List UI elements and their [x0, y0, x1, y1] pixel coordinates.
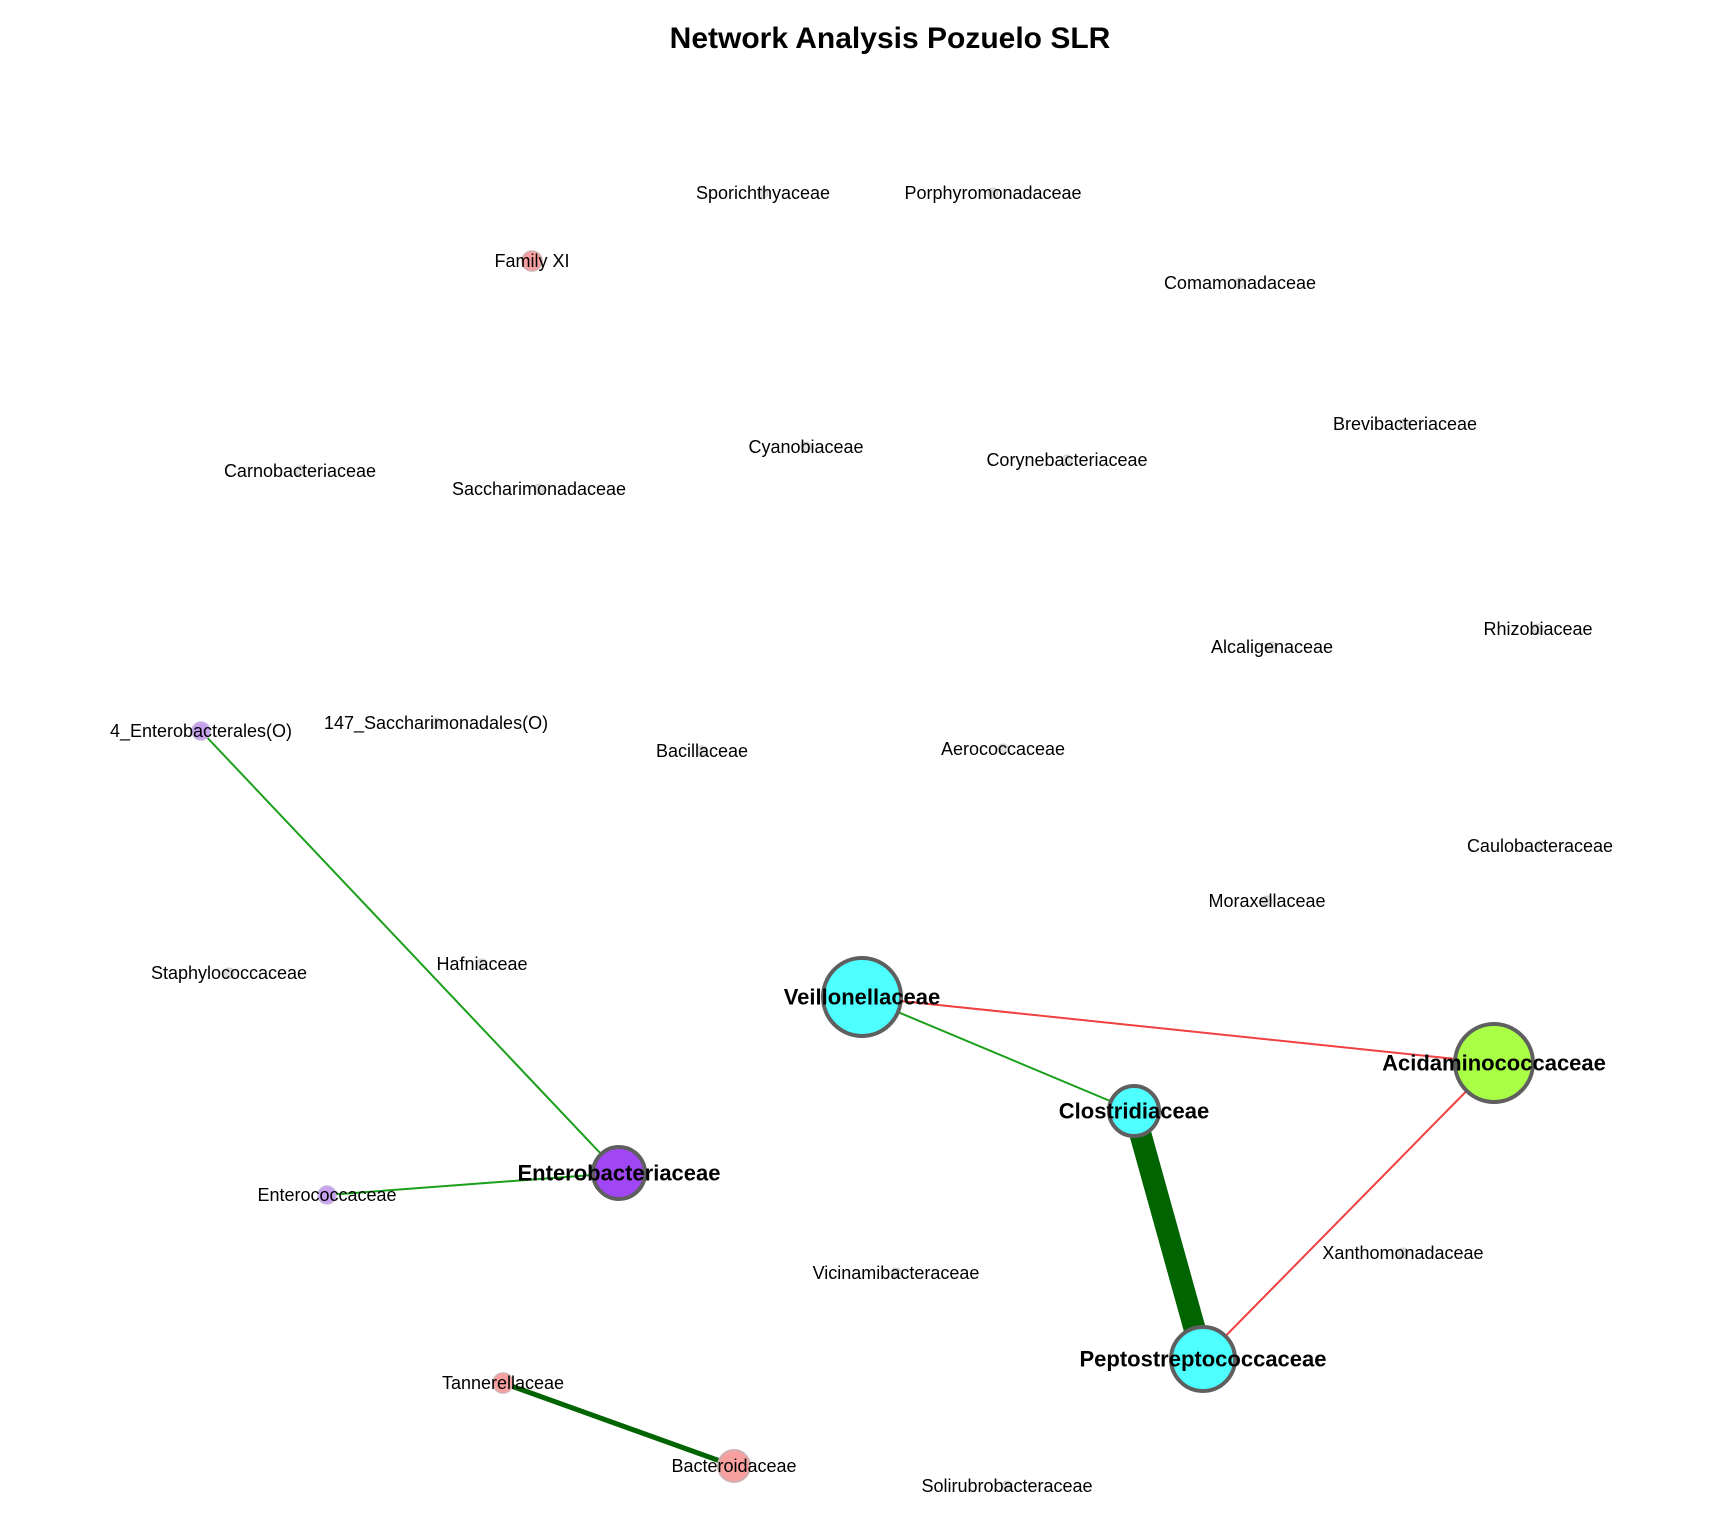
node-sporichthyaceae [757, 187, 769, 199]
edge-veillonellaceae-clostridiaceae [861, 996, 1135, 1112]
node-moraxellaceae [1261, 895, 1273, 907]
node-solirubrobacteraceae [1001, 1480, 1013, 1492]
node-comamonadaceae [1234, 277, 1246, 289]
edges-layer [200, 730, 1495, 1469]
node-label-tannerellaceae: Tannerellaceae [442, 1373, 564, 1393]
node-caulobacteraceae [1534, 840, 1546, 852]
node-label-enterobacterales_o: 4_Enterobacterales(O) [110, 721, 292, 742]
node-cyanobiaceae [800, 441, 812, 453]
node-label-corynebacteriaceae: Corynebacteriaceae [986, 450, 1147, 470]
labels-layer: Sporichthyaceae PorphyromonadaceaeFamily … [110, 183, 1613, 1496]
node-label-vicinamibacteraceae: Vicinamibacteraceae [813, 1263, 980, 1283]
node-peptostreptococcaceae [1169, 1325, 1237, 1393]
node-xanthomonadaceae [1397, 1247, 1409, 1259]
edge-clostridiaceae-peptostreptococcaceae [1123, 1100, 1214, 1370]
diagram-title: Network Analysis Pozuelo SLR [669, 22, 1111, 55]
node-acidaminococcaceae [1453, 1022, 1535, 1104]
node-tannerellaceae [492, 1372, 514, 1394]
node-bacteroidaceae [717, 1449, 751, 1483]
node-label-acidaminococcaceae: Acidaminococcaceae [1382, 1051, 1606, 1076]
node-saccharimonadaceae [533, 483, 545, 495]
node-label-moraxellaceae: Moraxellaceae [1208, 891, 1325, 911]
node-label-bacteroidaceae: Bacteroidaceae [671, 1456, 796, 1476]
edge-veillonellaceae-acidaminococcaceae [861, 996, 1495, 1064]
node-label-aerococcaceae: Aerococcaceae [941, 739, 1065, 759]
node-label-enterobacteriaceae: Enterobacteriaceae [518, 1161, 721, 1186]
node-bacillaceae [696, 745, 708, 757]
edge-tannerellaceae-bacteroidaceae [500, 1380, 737, 1469]
node-rhizobiaceae [1532, 623, 1544, 635]
node-aerococcaceae [997, 743, 1009, 755]
node-label-saccharimonadales_o: 147_Saccharimonadales(O) [324, 713, 548, 734]
node-label-clostridiaceae: Clostridiaceae [1059, 1099, 1209, 1124]
node-vicinamibacteraceae [890, 1267, 902, 1279]
node-label-staphylococcaceae: Staphylococcaceae [151, 963, 307, 983]
node-enterobacteriaceae [591, 1145, 647, 1201]
node-label-xanthomonadaceae: Xanthomonadaceae [1322, 1243, 1483, 1263]
node-label-veillonellaceae: Veillonellaceae [784, 985, 941, 1010]
node-corynebacteriaceae [1061, 454, 1073, 466]
node-label-comamonadaceae: Comamonadaceae [1164, 273, 1316, 293]
edge-enterococcaceae-enterobacteriaceae [326, 1172, 620, 1196]
node-family_xi [521, 250, 543, 272]
node-porphyromonadaceae [987, 187, 999, 199]
node-carnobacteriaceae [294, 465, 306, 477]
node-clostridiaceae [1107, 1084, 1161, 1138]
node-label-hafniaceae: Hafniaceae [436, 954, 527, 974]
node-label-peptostreptococcaceae: Peptostreptococcaceae [1080, 1347, 1327, 1372]
node-label-saccharimonadaceae: Saccharimonadaceae [452, 479, 626, 499]
node-saccharimonadales_o [430, 717, 442, 729]
edge-enterobacterales_o-enterobacteriaceae [200, 730, 620, 1174]
node-label-family_xi: Family XI [494, 251, 569, 271]
node-enterobacterales_o [191, 721, 211, 741]
node-label-porphyromonadaceae: Porphyromonadaceae [904, 183, 1081, 203]
nodes-layer [191, 187, 1546, 1492]
node-label-alcaligenaceae: Alcaligenaceae [1211, 637, 1333, 657]
node-brevibacteriaceae [1399, 418, 1411, 430]
node-label-cyanobiaceae: Cyanobiaceae [748, 437, 863, 457]
node-label-caulobacteraceae: Caulobacteraceae [1467, 836, 1613, 856]
node-label-sporichthyaceae: Sporichthyaceae [696, 183, 830, 203]
node-enterococcaceae [317, 1185, 337, 1205]
node-label-solirubrobacteraceae: Solirubrobacteraceae [921, 1476, 1092, 1496]
edge-acidaminococcaceae-peptostreptococcaceae [1202, 1062, 1495, 1360]
node-staphylococcaceae [223, 967, 235, 979]
node-label-enterococcaceae: Enterococcaceae [257, 1185, 396, 1205]
node-label-bacillaceae: Bacillaceae [656, 741, 748, 761]
node-label-carnobacteriaceae: Carnobacteriaceae [224, 461, 376, 481]
node-alcaligenaceae [1266, 641, 1278, 653]
node-label-rhizobiaceae: Rhizobiaceae [1483, 619, 1592, 639]
node-veillonellaceae [821, 956, 903, 1038]
node-hafniaceae [476, 958, 488, 970]
node-label-brevibacteriaceae: Brevibacteriaceae [1333, 414, 1477, 434]
